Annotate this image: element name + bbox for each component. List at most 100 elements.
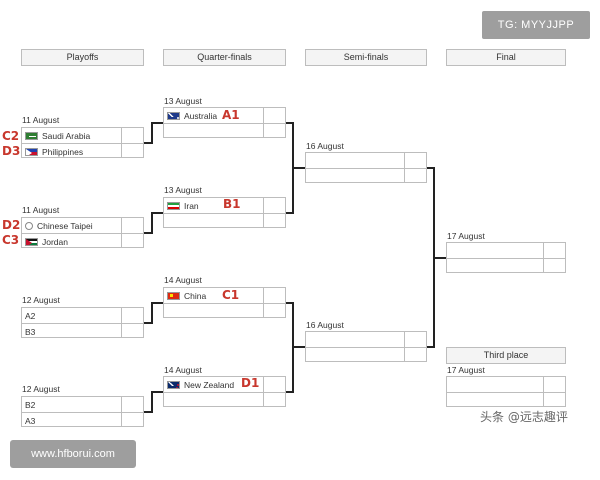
score-cell bbox=[263, 108, 285, 123]
seed-label: D3 bbox=[2, 144, 21, 158]
round-header-playoffs: Playoffs bbox=[21, 49, 144, 66]
match-date: 16 August bbox=[306, 141, 344, 151]
team-name: B2 bbox=[25, 399, 36, 410]
match-box-final bbox=[446, 242, 566, 273]
bracket-connector bbox=[286, 122, 294, 124]
match-date: 16 August bbox=[306, 320, 344, 330]
team-row bbox=[447, 377, 565, 392]
round-header-semi-finals: Semi-finals bbox=[305, 49, 427, 66]
team-name: Saudi Arabia bbox=[42, 130, 91, 141]
match-box-quarter-final-4: New Zealand bbox=[163, 376, 286, 407]
bracket-connector bbox=[427, 167, 435, 169]
iran-flag-icon bbox=[167, 201, 180, 210]
bracket-connector bbox=[151, 391, 163, 393]
team-row: Australia bbox=[164, 108, 285, 123]
seed-label: D1 bbox=[241, 376, 260, 390]
seed-label: C2 bbox=[2, 129, 20, 143]
team-name: A3 bbox=[25, 415, 36, 426]
match-box-playoff-2: Chinese Taipei Jordan bbox=[21, 217, 144, 248]
seed-label: C1 bbox=[222, 288, 240, 302]
team-row bbox=[164, 213, 285, 228]
team-name: Jordan bbox=[42, 236, 68, 247]
team-row bbox=[164, 123, 285, 138]
team-row bbox=[164, 303, 285, 318]
match-box-playoff-3: A2 B3 bbox=[21, 307, 144, 338]
china-flag-icon bbox=[167, 291, 180, 300]
match-box-playoff-4: B2 A3 bbox=[21, 396, 144, 427]
match-box-semi-final-2 bbox=[305, 331, 427, 362]
bracket-connector bbox=[144, 411, 152, 413]
score-cell bbox=[121, 413, 143, 427]
team-row: Chinese Taipei bbox=[22, 218, 143, 233]
team-name: B3 bbox=[25, 326, 36, 337]
team-row: B3 bbox=[22, 323, 143, 338]
philippines-flag-icon bbox=[25, 147, 38, 156]
match-box-quarter-final-3: China bbox=[163, 287, 286, 318]
team-row: Iran bbox=[164, 198, 285, 213]
match-box-third-place bbox=[446, 376, 566, 407]
score-cell bbox=[404, 332, 426, 347]
bracket-connector bbox=[144, 322, 152, 324]
team-row bbox=[447, 392, 565, 407]
match-box-semi-final-1 bbox=[305, 152, 427, 183]
team-name: China bbox=[184, 290, 207, 301]
match-date: 17 August bbox=[447, 365, 485, 375]
team-row: Philippines bbox=[22, 143, 143, 158]
team-name: A2 bbox=[25, 310, 36, 321]
team-row bbox=[306, 332, 426, 347]
score-cell bbox=[543, 393, 565, 407]
match-date: 13 August bbox=[164, 185, 202, 195]
score-cell bbox=[121, 234, 143, 248]
jordan-flag-icon bbox=[25, 237, 38, 246]
score-cell bbox=[121, 144, 143, 158]
score-cell bbox=[404, 169, 426, 183]
chinese-taipei-flag-icon bbox=[25, 221, 33, 230]
bracket-connector bbox=[151, 122, 153, 144]
bracket-connector bbox=[151, 122, 163, 124]
score-cell bbox=[404, 348, 426, 362]
team-name: Australia bbox=[184, 110, 218, 121]
team-row: Saudi Arabia bbox=[22, 128, 143, 143]
seed-label: D2 bbox=[2, 218, 21, 232]
score-cell bbox=[263, 377, 285, 392]
score-cell bbox=[543, 377, 565, 392]
score-cell bbox=[543, 259, 565, 273]
match-date: 13 August bbox=[164, 96, 202, 106]
team-row bbox=[164, 392, 285, 407]
score-cell bbox=[263, 393, 285, 407]
bracket-connector bbox=[286, 212, 294, 214]
match-date: 12 August bbox=[22, 384, 60, 394]
bracket-connector bbox=[286, 302, 294, 304]
score-cell bbox=[263, 124, 285, 138]
match-date: 11 August bbox=[22, 115, 60, 125]
match-box-quarter-final-2: Iran bbox=[163, 197, 286, 228]
australia-flag-icon bbox=[167, 111, 180, 120]
seed-label: C3 bbox=[2, 233, 20, 247]
team-row bbox=[447, 243, 565, 258]
bracket-connector bbox=[292, 346, 305, 348]
match-date: 12 August bbox=[22, 295, 60, 305]
watermark-website: www.hfborui.com bbox=[10, 440, 136, 468]
score-cell bbox=[121, 218, 143, 233]
match-date: 14 August bbox=[164, 275, 202, 285]
team-name: Chinese Taipei bbox=[37, 220, 93, 231]
team-row: China bbox=[164, 288, 285, 303]
team-row: New Zealand bbox=[164, 377, 285, 392]
match-box-quarter-final-1: Australia bbox=[163, 107, 286, 138]
score-cell bbox=[263, 304, 285, 318]
bracket-connector bbox=[292, 167, 305, 169]
score-cell bbox=[263, 214, 285, 228]
round-header-third-place: Third place bbox=[446, 347, 566, 364]
bracket-connector bbox=[151, 302, 163, 304]
team-row: B2 bbox=[22, 397, 143, 412]
bracket-connector bbox=[433, 257, 446, 259]
team-name: Iran bbox=[184, 200, 199, 211]
team-name: New Zealand bbox=[184, 379, 235, 390]
team-row bbox=[306, 347, 426, 362]
team-row bbox=[306, 168, 426, 183]
match-date: 14 August bbox=[164, 365, 202, 375]
bracket-connector bbox=[427, 346, 435, 348]
score-cell bbox=[263, 288, 285, 303]
score-cell bbox=[263, 198, 285, 213]
score-cell bbox=[121, 324, 143, 338]
